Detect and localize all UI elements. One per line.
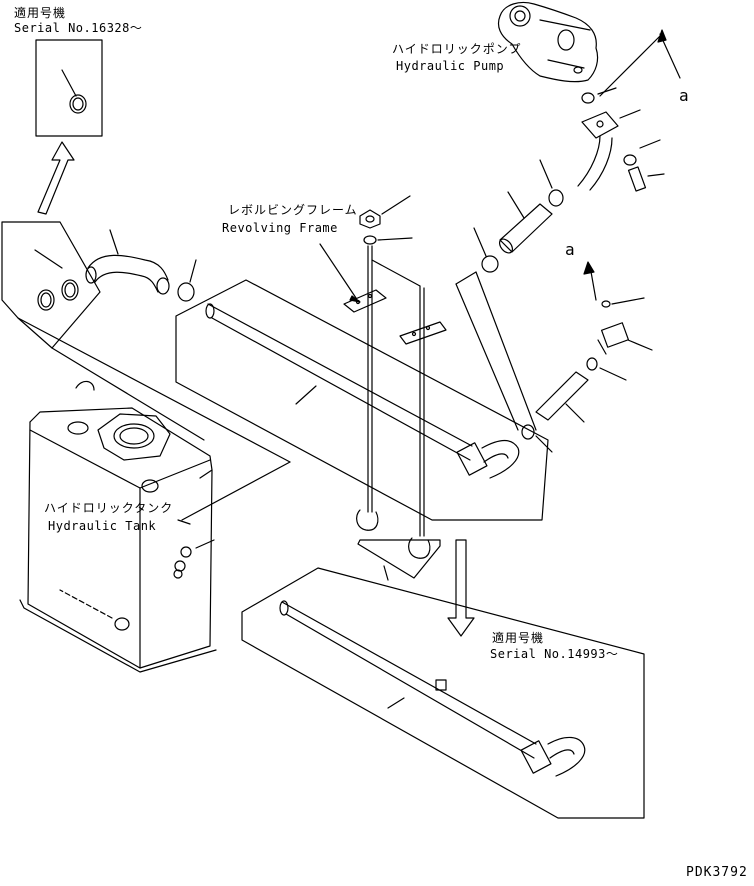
nut-washer bbox=[359, 195, 413, 245]
hydraulic-tank-jp-label: ハイドロリックタンク bbox=[44, 501, 174, 515]
arrow-down bbox=[447, 539, 475, 637]
pipe-panel-lower bbox=[241, 567, 645, 819]
serial-top-jp-label: 適用号機 bbox=[14, 6, 67, 20]
arrow-to-inset bbox=[37, 141, 75, 215]
hydraulic-tank-en-label: Hydraulic Tank bbox=[48, 519, 157, 533]
ref-arrows bbox=[583, 29, 681, 301]
leader-lines-left bbox=[17, 317, 291, 521]
drawing-code-label: PDK3792 bbox=[686, 865, 748, 880]
hose-right-lower bbox=[455, 271, 653, 453]
vertical-tubes bbox=[356, 245, 441, 581]
hydraulic-pump-jp-label: ハイドロリックポンプ bbox=[392, 42, 522, 56]
hydraulic-pump-en-label: Hydraulic Pump bbox=[396, 59, 505, 73]
serial-bottom-jp-label: 適用号機 bbox=[492, 631, 545, 645]
serial-top-en-label: Serial No.16328～ bbox=[14, 21, 143, 35]
ref-a-upper-label: a bbox=[679, 86, 689, 105]
hose-right-upper bbox=[473, 87, 665, 273]
hydraulic-tank bbox=[19, 380, 217, 673]
ref-a-lower-label: a bbox=[565, 240, 575, 259]
revolving-frame-jp-label: レボルビングフレーム bbox=[228, 203, 358, 217]
brackets bbox=[319, 243, 447, 345]
pipe-panel-upper bbox=[175, 279, 549, 521]
hose-upper-left bbox=[85, 229, 197, 302]
serial-bottom-en-label: Serial No.14993～ bbox=[490, 647, 619, 661]
inset-top-left bbox=[35, 39, 103, 137]
revolving-frame-en-label: Revolving Frame bbox=[222, 221, 338, 235]
clamp-panel-left bbox=[1, 221, 101, 349]
hydraulic-pump bbox=[497, 1, 599, 83]
